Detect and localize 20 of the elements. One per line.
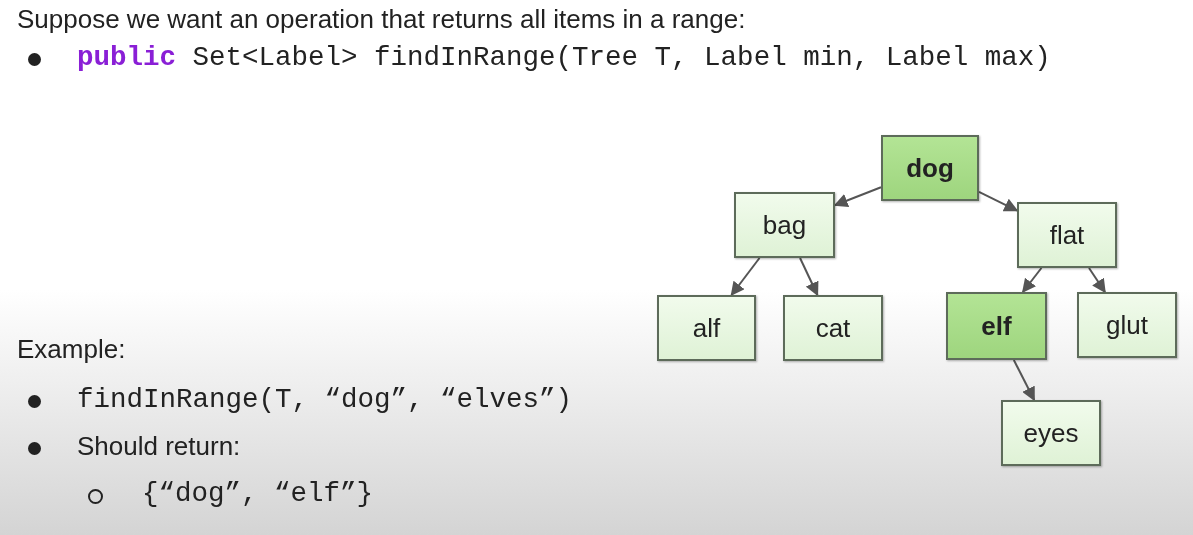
tree-node-box: eyes — [1001, 400, 1101, 466]
arrow — [799, 257, 819, 297]
tree-node-box: elf — [946, 292, 1047, 360]
arrow — [978, 190, 1019, 212]
tree-node-box: cat — [783, 295, 883, 361]
body-text: Suppose we want an operation that returns all items in a range: — [17, 4, 746, 35]
code-text: {“dog”, “elf”} — [142, 478, 374, 509]
code-text: public Set<Label> findInRange(Tree T, Label min, Label max) — [77, 42, 1051, 73]
tree-node-box: dog — [881, 135, 979, 201]
arrow — [1021, 267, 1043, 294]
arrow — [1088, 267, 1106, 294]
tree-node-box: glut — [1077, 292, 1177, 358]
body-text: Should return: — [77, 431, 241, 462]
arrow — [1012, 359, 1036, 402]
body-text: Example: — [17, 334, 126, 365]
tree-node-box: alf — [657, 295, 756, 361]
tree-node-box: bag — [734, 192, 835, 258]
tree-node-box: flat — [1017, 202, 1117, 268]
arrow — [730, 257, 761, 297]
code-text: findInRange(T, “dog”, “elves”) — [77, 384, 573, 415]
